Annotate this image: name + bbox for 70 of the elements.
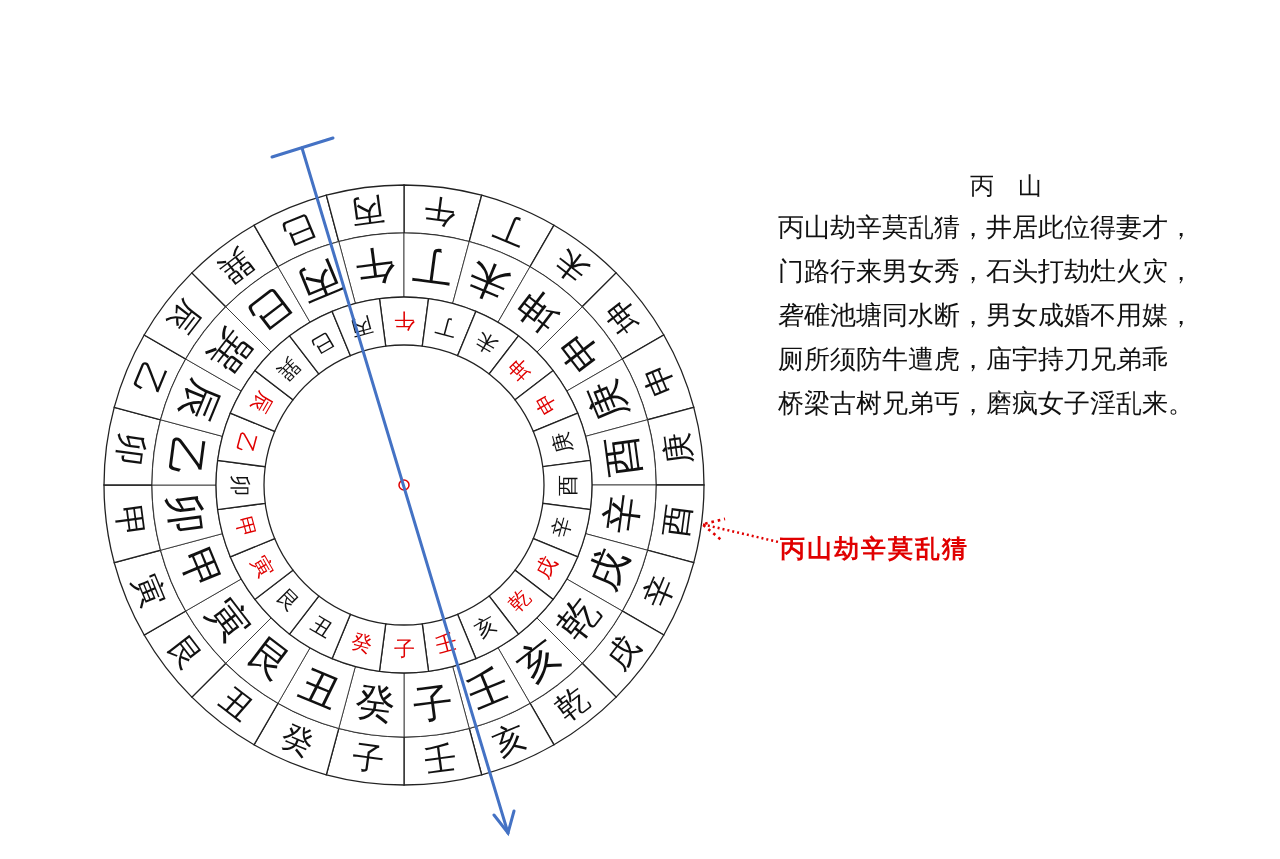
- sector-label: 丙: [292, 252, 348, 311]
- sector-label: 辛: [635, 568, 683, 613]
- sector-label: 艮: [160, 628, 210, 678]
- sector-label: 未: [470, 327, 502, 359]
- sector-label: 庚: [656, 430, 699, 468]
- poem-line: 丙山劫辛莫乱猜，井居此位得妻才，: [778, 211, 1194, 244]
- sector-label: 甲: [109, 502, 152, 540]
- sector-label: 坤: [598, 292, 648, 342]
- sector-label: 丁: [433, 312, 460, 341]
- sector-label: 壬: [421, 737, 459, 780]
- sector-label: 子: [393, 637, 415, 661]
- compass-sector: [421, 297, 477, 357]
- sector-label: 丑: [306, 611, 338, 643]
- sector-label: 卯: [228, 474, 252, 496]
- sector-label: 癸: [348, 629, 375, 658]
- sector-label: 午: [421, 190, 459, 233]
- sector-label: 辰: [171, 373, 230, 429]
- sector-label: 寅: [125, 568, 173, 613]
- sector-label: 午: [352, 241, 399, 293]
- callout-text: 丙山劫辛莫乱猜: [780, 532, 969, 565]
- sector-label: 甲: [231, 514, 260, 541]
- sector-label: 甲: [171, 541, 230, 597]
- sector-label: 庚: [548, 429, 577, 456]
- sector-label: 申: [530, 387, 562, 419]
- sector-label: 午: [393, 309, 415, 333]
- sector-label: 戌: [530, 551, 562, 583]
- sector-label: 酉: [556, 474, 580, 496]
- sector-label: 癸: [276, 716, 321, 764]
- poem-line: 砻碓池塘同水断，男女成婚不用媒，: [778, 299, 1194, 332]
- sector-label: 壬: [460, 659, 516, 718]
- sector-label: 子: [409, 677, 456, 729]
- poem-line: 门路行来男女秀，石头打劫灶火灾，: [778, 255, 1194, 288]
- sector-label: 酉: [656, 502, 699, 540]
- sector-label: 巽: [211, 241, 261, 291]
- compass-sector: [403, 232, 470, 304]
- sector-label: 巳: [276, 206, 321, 254]
- sector-label: 辛: [596, 490, 648, 537]
- compass-sector: [378, 623, 430, 674]
- poem-line: 桥梁古树兄弟丐，磨疯女子淫乱来。: [778, 387, 1194, 420]
- sector-label: 丙: [349, 190, 387, 233]
- poem-line: 厕所须防牛遭虎，庙宇持刀兄弟乖: [778, 343, 1168, 376]
- sector-label: 子: [349, 737, 387, 780]
- sector-label: 巳: [306, 327, 338, 359]
- sector-label: 丁: [409, 241, 456, 293]
- compass-sector: [542, 459, 593, 511]
- sector-label: 卯: [109, 430, 152, 468]
- sector-label: 丑: [211, 679, 261, 729]
- sector-label: 乙: [125, 357, 173, 402]
- sector-label: 酉: [596, 433, 648, 480]
- sector-label: 艮: [272, 585, 304, 617]
- sector-label: 亥: [487, 716, 532, 764]
- sector-label: 亥: [470, 611, 502, 643]
- sector-label: 丑: [292, 659, 348, 718]
- sector-label: 坤: [504, 353, 536, 385]
- sector-label: 卯: [160, 490, 212, 537]
- sector-label: 辰: [246, 387, 278, 419]
- sector-label: 乙: [160, 433, 212, 480]
- sector-label: 乾: [547, 679, 597, 729]
- sector-label: 丁: [487, 206, 532, 254]
- sector-label: 癸: [352, 677, 399, 729]
- poem-title: 丙 山: [970, 171, 1042, 202]
- sector-label: 辛: [548, 514, 577, 541]
- sector-label: 寅: [246, 551, 278, 583]
- sector-label: 庚: [578, 373, 637, 429]
- sector-label: 申: [635, 357, 683, 402]
- sector-label: 巽: [272, 353, 304, 385]
- arrow: [701, 517, 779, 544]
- sector-label: 乾: [504, 585, 536, 617]
- sector-label: 辰: [160, 292, 210, 342]
- sector-label: 乙: [231, 429, 260, 456]
